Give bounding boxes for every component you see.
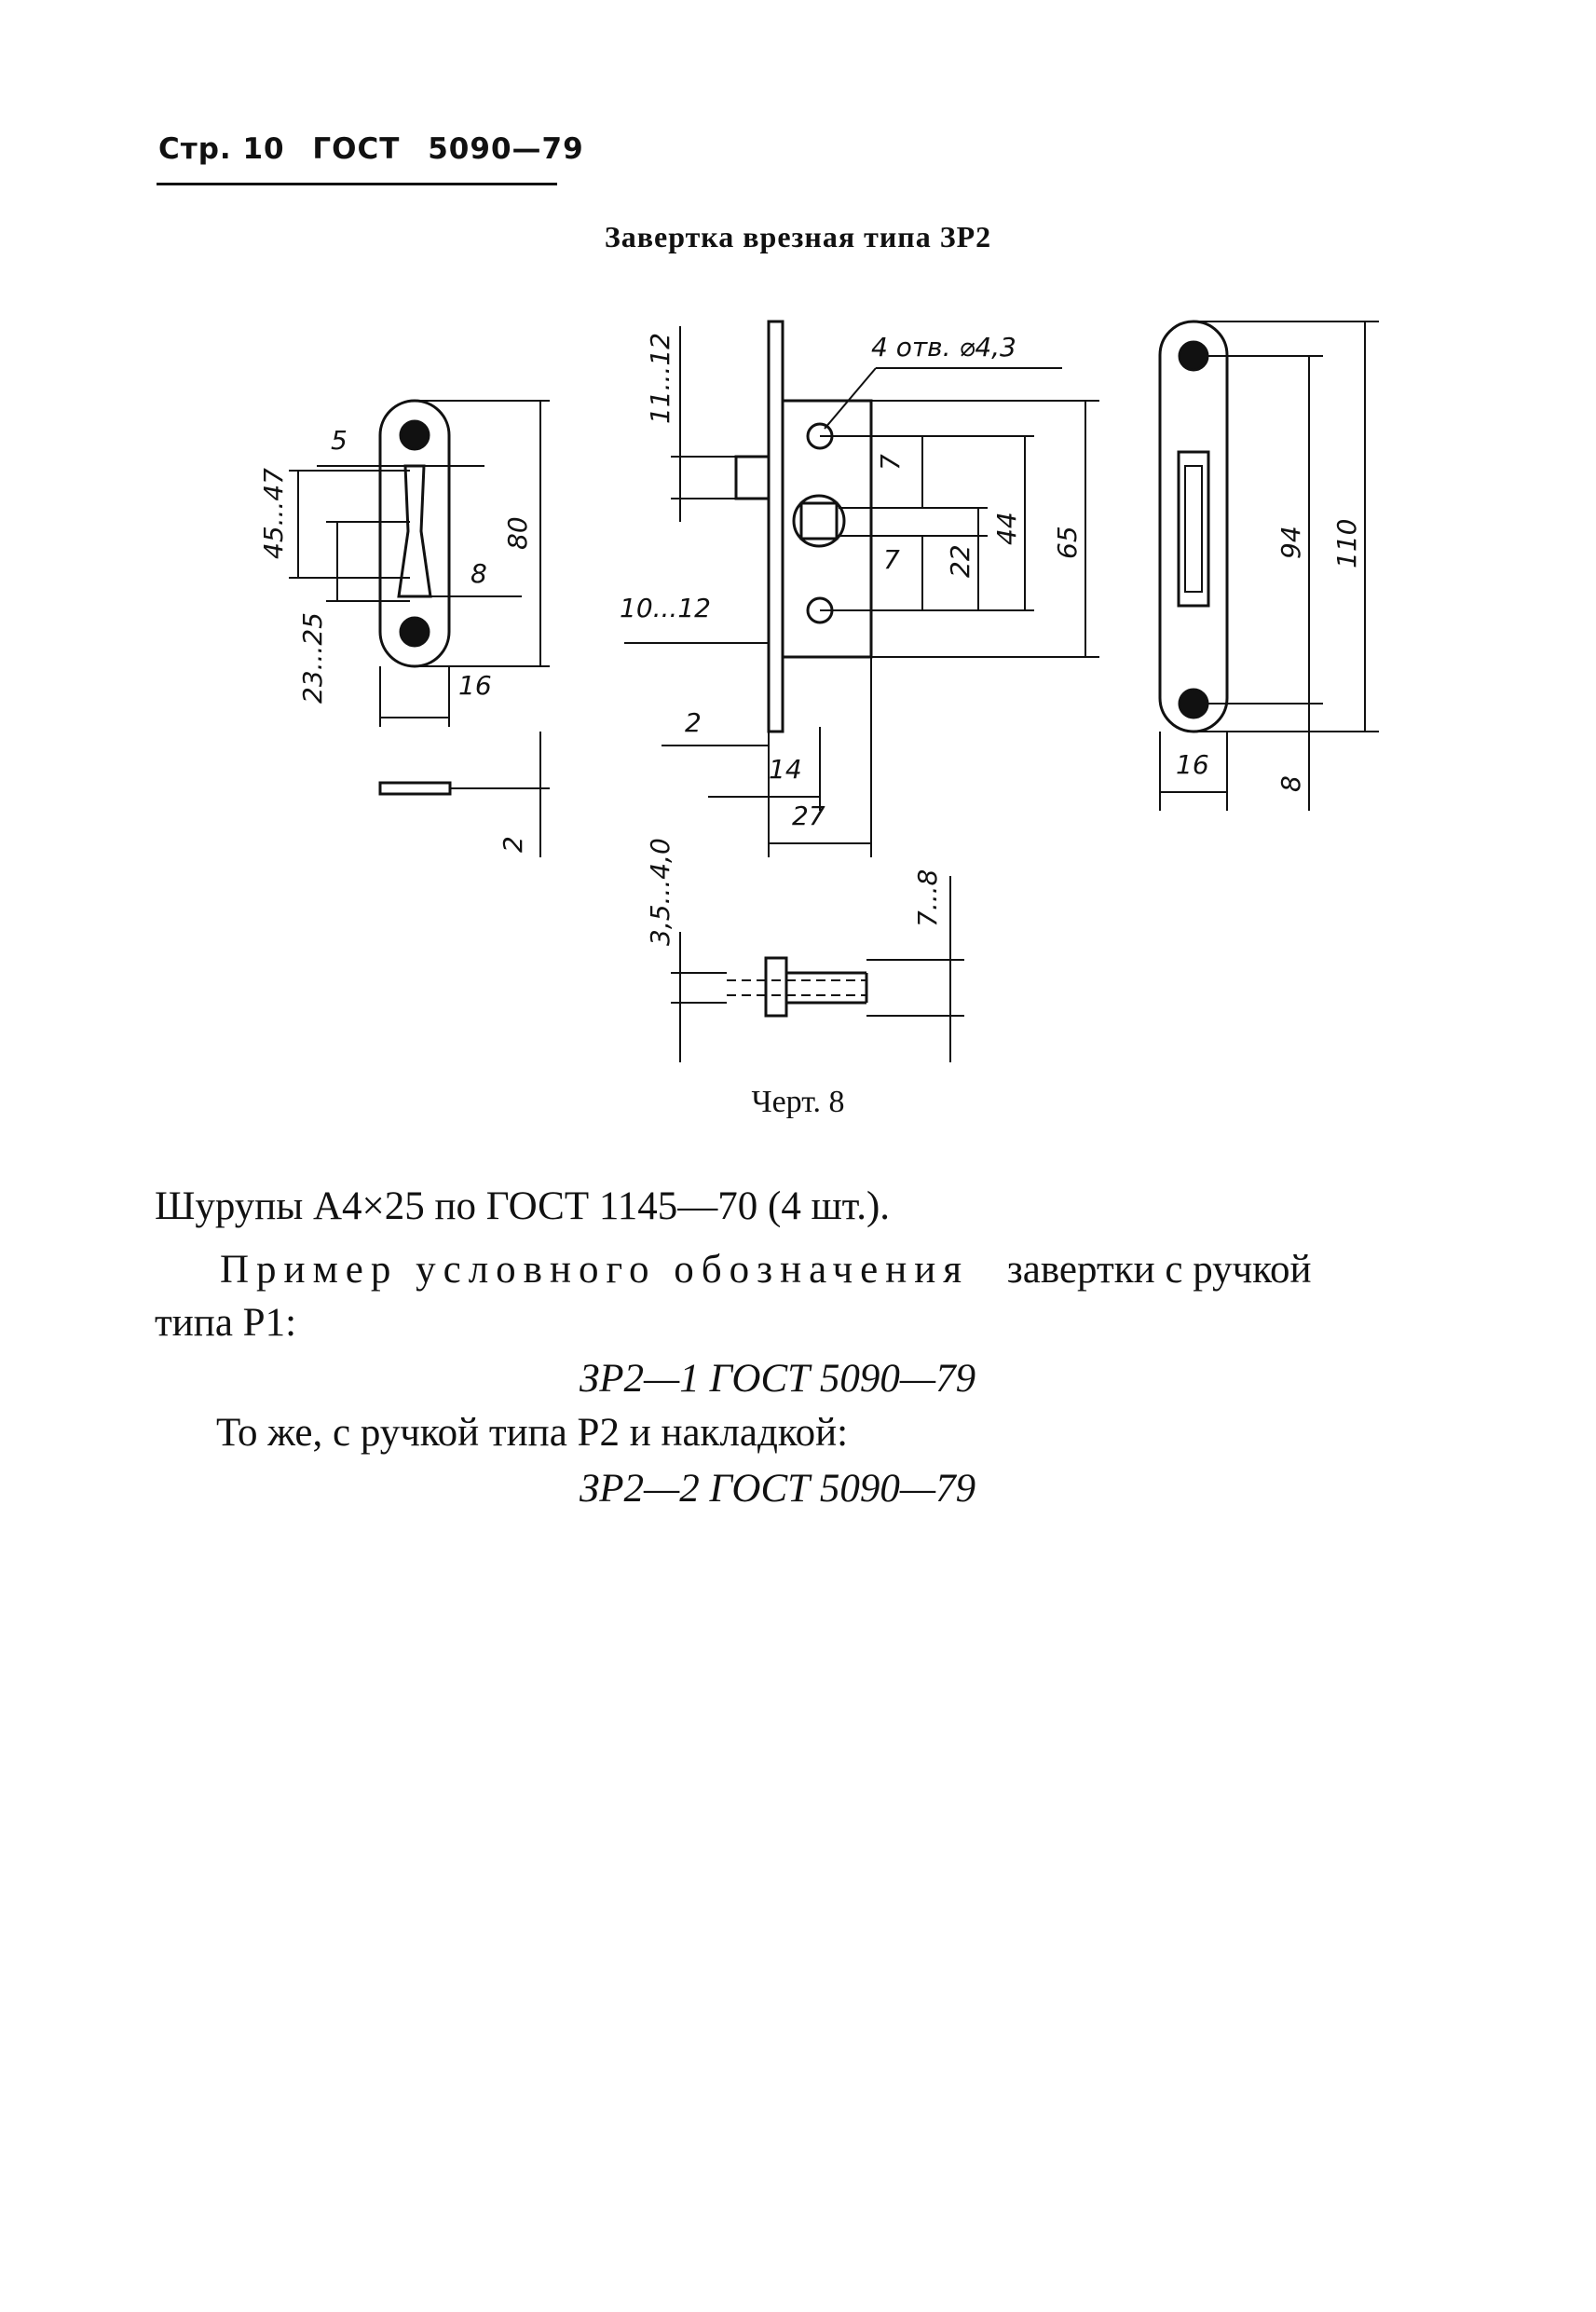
dim-8-right: 8 (1275, 775, 1306, 792)
dim-7-top: 7 (875, 454, 906, 471)
dim-4-holes: 4 отв. ⌀4,3 (871, 332, 1016, 363)
dim-11-12: 11...12 (645, 333, 675, 424)
dim-7-8: 7...8 (912, 869, 943, 927)
dim-2-left: 2 (498, 836, 528, 853)
spindle-square (799, 501, 839, 540)
same-note: То же, с ручкой типа Р2 и накладкой: (216, 1411, 849, 1455)
dim-110: 110 (1331, 519, 1362, 568)
screws-line: Шурупы А4×25 по ГОСТ 1145—70 (4 шт.). (155, 1184, 891, 1228)
dim-5: 5 (331, 425, 348, 456)
dim-94: 94 (1275, 526, 1306, 559)
dimension-labels-middle: 11...12 4 отв. ⌀4,3 7 44 65 7 22 10...12… (620, 332, 1083, 946)
dim-16-right: 16 (1176, 749, 1209, 780)
dim-45-47: 45...47 (258, 468, 289, 559)
dim-44: 44 (991, 512, 1022, 545)
example-line: Пример условного обозначения завертки с … (220, 1247, 1312, 1293)
dim-22: 22 (945, 544, 975, 578)
dim-65: 65 (1052, 526, 1083, 559)
standard-number: 5090—79 (428, 132, 584, 166)
faceplate (767, 320, 784, 733)
latch-case (781, 399, 873, 659)
dim-23-25: 23...25 (297, 612, 328, 704)
page-header: Стр. 10 ГОСТ 5090—79 (158, 132, 601, 166)
designation-1: ЗР2—1 ГОСТ 5090—79 (580, 1357, 976, 1401)
standard-label: ГОСТ (312, 132, 401, 166)
example-rest-text: завертки с ручкой (1006, 1248, 1312, 1292)
spindle-ring (792, 494, 846, 548)
dim-2-mid: 2 (685, 707, 702, 738)
screw-hole-bottom (399, 616, 430, 648)
figure-title: Завертка врезная типа ЗР2 (604, 220, 992, 253)
long-plate-outline (1158, 320, 1229, 733)
long-plate-slot (1177, 450, 1210, 608)
dim-8: 8 (471, 558, 487, 589)
screw-hole-top (399, 419, 430, 451)
pin-collar (764, 956, 788, 1018)
latch-bolt (734, 455, 771, 500)
example-line-2: типа Р1: (155, 1301, 297, 1345)
dim-7-mid: 7 (883, 544, 900, 575)
dim-14: 14 (769, 754, 802, 785)
strike-plate-side (378, 781, 452, 796)
figure-caption: Черт. 8 (751, 1085, 845, 1119)
technical-drawing: 5 45...47 8 80 23...25 16 2 11...12 4 от… (258, 320, 1379, 1062)
dim-10-12: 10...12 (620, 593, 711, 623)
dim-3-5-4-0: 3,5...4,0 (645, 838, 675, 946)
example-spaced-text: Пример условного обозначения (220, 1248, 970, 1292)
dim-16-left: 16 (458, 670, 492, 701)
dimension-labels-right: 94 110 16 8 (1176, 519, 1362, 792)
header-rule (157, 183, 557, 185)
page-number: Стр. 10 (158, 132, 285, 166)
designation-2: ЗР2—2 ГОСТ 5090—79 (580, 1467, 976, 1511)
dim-80: 80 (502, 516, 533, 550)
dim-27: 27 (792, 800, 825, 831)
dimension-labels-left: 5 45...47 8 80 23...25 16 2 (258, 425, 533, 853)
